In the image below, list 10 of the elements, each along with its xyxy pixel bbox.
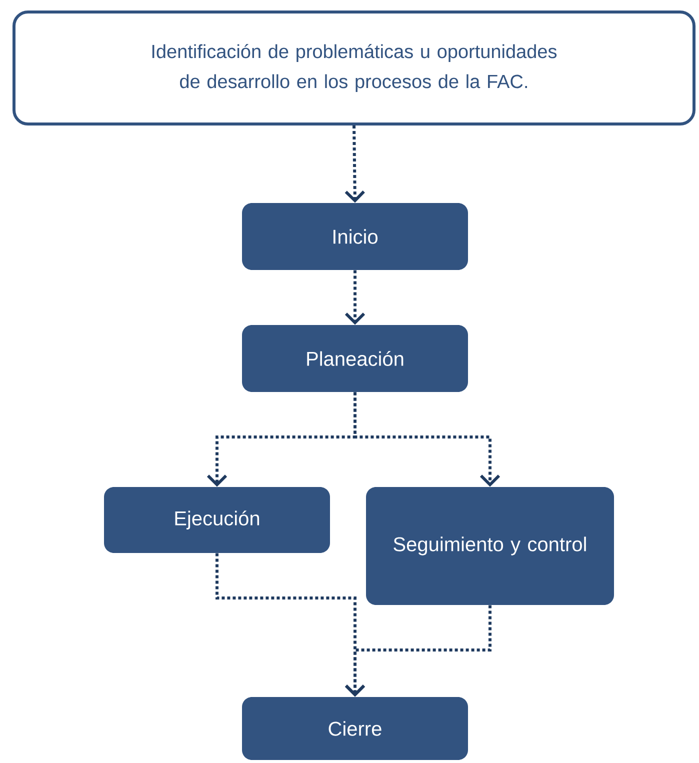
- process-box: Cierre: [242, 697, 468, 760]
- process-box: Ejecución: [104, 487, 330, 553]
- arrow: [344, 125, 365, 203]
- arrow: [344, 605, 492, 697]
- statement-box: Identificación de problemáticas u oportunidades de desarrollo en los procesos de la FAC.: [12, 10, 696, 126]
- process-box: Seguimiento y control: [366, 487, 614, 605]
- process-box: Planeación: [242, 325, 468, 392]
- arrow: [344, 270, 366, 325]
- arrow: [354, 392, 500, 487]
- process-box: Inicio: [242, 203, 468, 270]
